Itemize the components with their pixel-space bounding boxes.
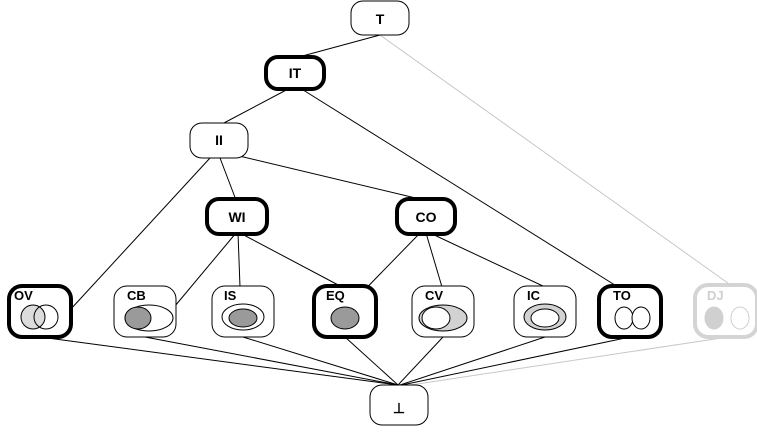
- edge-cb-bot: [144, 336, 399, 386]
- lattice-edges: [39, 34, 733, 387]
- equal-ellipse-icon: [330, 306, 360, 330]
- node-co-label: CO: [416, 209, 437, 225]
- edge-ic-bot: [399, 336, 546, 386]
- node-cv-label: CV: [425, 288, 443, 303]
- node-it-label: IT: [289, 65, 302, 81]
- node-cb: CB: [113, 285, 177, 338]
- edge-top-it: [294, 34, 381, 59]
- node-ic: IC: [513, 285, 577, 338]
- edge-ii-ov: [69, 157, 211, 311]
- node-eq: EQ: [312, 284, 378, 339]
- node-to-label: TO: [613, 288, 631, 303]
- edge-ii-wi: [219, 157, 237, 201]
- node-co: CO: [395, 197, 457, 236]
- node-cb-label: CB: [127, 288, 146, 303]
- edge-to-bot: [401, 336, 631, 386]
- edge-it-to: [299, 87, 619, 288]
- overlap-circles-icon: [20, 304, 59, 330]
- node-bottom-label: ⊥: [393, 400, 405, 416]
- disjoint-circles-icon: [704, 306, 750, 330]
- node-dj: DJ: [693, 283, 757, 339]
- node-cv: CV: [411, 285, 475, 338]
- edge-is-bot: [242, 336, 399, 386]
- edge-co-cv: [425, 232, 443, 288]
- edge-ov-bot: [39, 336, 399, 386]
- edge-top-dj: [379, 34, 733, 287]
- includes-ellipses-icon: [523, 303, 567, 331]
- node-top: T: [350, 0, 410, 36]
- node-is: IS: [211, 285, 275, 338]
- covers-ellipses-icon: [418, 304, 468, 332]
- edge-eq-bot: [344, 336, 399, 386]
- node-ic-label: IC: [527, 288, 541, 303]
- edge-co-ic: [429, 232, 546, 288]
- edge-wi-is: [237, 232, 241, 288]
- node-ov-label: OV: [14, 288, 33, 303]
- node-dj-label: DJ: [707, 288, 724, 303]
- edge-it-ii: [221, 87, 291, 125]
- node-ii: II: [189, 122, 249, 159]
- edge-dj-bot: [403, 336, 729, 387]
- edge-cv-bot: [397, 336, 444, 386]
- node-ov: OV: [7, 284, 73, 339]
- inside-ellipses-icon: [221, 303, 265, 331]
- node-is-label: IS: [224, 288, 237, 303]
- node-eq-label: EQ: [326, 288, 345, 303]
- node-it: IT: [264, 55, 326, 91]
- covered-by-ellipses-icon: [124, 304, 174, 332]
- node-ii-label: II: [215, 132, 223, 148]
- node-bottom: ⊥: [369, 384, 429, 426]
- touch-circles-icon: [614, 306, 651, 330]
- node-wi-label: WI: [228, 209, 245, 225]
- edge-wi-eq: [239, 232, 343, 288]
- node-to: TO: [597, 284, 663, 339]
- edge-ii-co: [234, 154, 425, 201]
- node-wi: WI: [205, 197, 269, 236]
- edge-wi-cb: [174, 232, 237, 307]
- node-top-label: T: [376, 11, 385, 27]
